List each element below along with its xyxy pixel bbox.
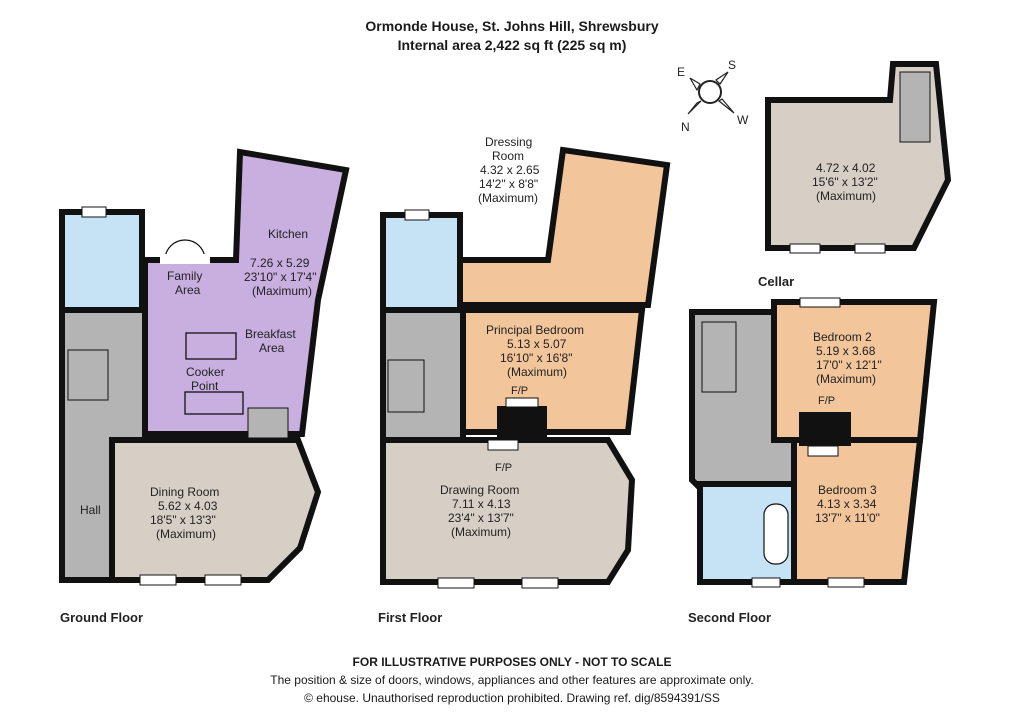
ground-floor-label: Ground Floor (60, 610, 143, 625)
second-floor-plan: Bedroom 2 5.19 x 3.68 17'0" x 12'1" (Max… (688, 297, 938, 625)
dining-room-dims-metric: 5.62 x 4.03 (158, 499, 218, 513)
first-bathroom (380, 212, 463, 313)
dining-room (109, 437, 322, 583)
ground-wc (59, 209, 145, 313)
drawing-room-dims-metric: 7.11 x 4.13 (452, 497, 511, 511)
hall-label: Hall (80, 503, 101, 517)
dressing-room-dims-metric: 4.32 x 2.65 (480, 163, 540, 177)
plan-title: Ormonde House, St. Johns Hill, Shrewsbur… (365, 18, 659, 34)
cellar-label: Cellar (758, 274, 794, 289)
second-bathroom (697, 481, 797, 585)
kitchen-label: Kitchen (268, 227, 308, 241)
breakfast-area-line2: Area (259, 341, 285, 355)
cellar-dims-metric: 4.72 x 4.02 (816, 161, 876, 175)
dressing-room (457, 146, 671, 308)
dining-room-dims-max: (Maximum) (156, 527, 216, 541)
compass-icon: E S N W (677, 58, 749, 134)
drawing-room-label: Drawing Room (440, 483, 519, 497)
disclaimer-text: The position & size of doors, windows, a… (270, 673, 754, 687)
first-fp-upper-label: F/P (511, 385, 528, 397)
bedroom-2-dims-max: (Maximum) (816, 372, 876, 386)
compass-w: W (737, 113, 749, 127)
cooker-point-line1: Cooker (186, 365, 225, 379)
principal-bedroom-dims-max: (Maximum) (507, 365, 567, 379)
family-area-line2: Area (175, 283, 201, 297)
second-fp-label: F/P (818, 395, 835, 407)
bedroom-2-label: Bedroom 2 (813, 330, 872, 344)
dining-room-dims-imperial: 18'5" x 13'3" (150, 513, 216, 527)
compass-e: E (677, 65, 685, 79)
principal-bedroom-label: Principal Bedroom (486, 323, 584, 337)
kitchen-dims-metric: 7.26 x 5.29 (250, 256, 310, 270)
cooker-point-line2: Point (191, 379, 219, 393)
copyright-text: © ehouse. Unauthorised reproduction proh… (304, 691, 720, 705)
principal-bedroom-dims-metric: 5.13 x 5.07 (507, 337, 567, 351)
dressing-room-dims-max: (Maximum) (478, 191, 538, 205)
bedroom-2-dims-imperial: 17'0" x 12'1" (816, 358, 882, 372)
first-floor-label: First Floor (378, 610, 442, 625)
dressing-room-line1: Dressing (485, 135, 532, 149)
bedroom-3-label: Bedroom 3 (818, 483, 877, 497)
bedroom-2-dims-metric: 5.19 x 3.68 (816, 344, 876, 358)
family-area-line1: Family (167, 269, 202, 283)
plan-area: Internal area 2,422 sq ft (225 sq m) (397, 37, 627, 53)
ground-floor-plan: Hall Family Area Kitchen 7.26 x 5.29 23'… (59, 148, 350, 625)
compass-n: N (681, 120, 690, 134)
bedroom-3-dims-metric: 4.13 x 3.34 (817, 497, 877, 511)
first-fp-lower-label: F/P (495, 462, 512, 474)
drawing-room-dims-imperial: 23'4" x 13'7" (448, 511, 514, 525)
second-floor-label: Second Floor (688, 610, 771, 625)
drawing-room-dims-max: (Maximum) (451, 525, 511, 539)
breakfast-area-line1: Breakfast (245, 327, 296, 341)
kitchen-dims-imperial: 23'10" x 17'4" (244, 270, 317, 284)
principal-bedroom-dims-imperial: 16'10" x 16'8" (500, 351, 573, 365)
dressing-room-line2: Room (492, 149, 524, 163)
cellar-dims-imperial: 15'6" x 13'2" (812, 175, 878, 189)
disclaimer-heading: FOR ILLUSTRATIVE PURPOSES ONLY - NOT TO … (352, 655, 672, 669)
dressing-room-dims-imperial: 14'2" x 8'8" (479, 177, 538, 191)
compass-s: S (728, 58, 736, 72)
drawing-room (380, 437, 636, 585)
kitchen-dims-max: (Maximum) (252, 284, 312, 298)
bedroom-3-dims-imperial: 13'7" x 11'0" (815, 511, 880, 525)
cellar-dims-max: (Maximum) (816, 189, 876, 203)
dining-room-label: Dining Room (150, 485, 219, 499)
first-floor-plan: Dressing Room 4.32 x 2.65 14'2" x 8'8" (… (378, 135, 671, 625)
cellar-plan: 4.72 x 4.02 15'6" x 13'2" (Maximum) Cell… (758, 61, 952, 289)
kitchen-area (142, 148, 350, 437)
